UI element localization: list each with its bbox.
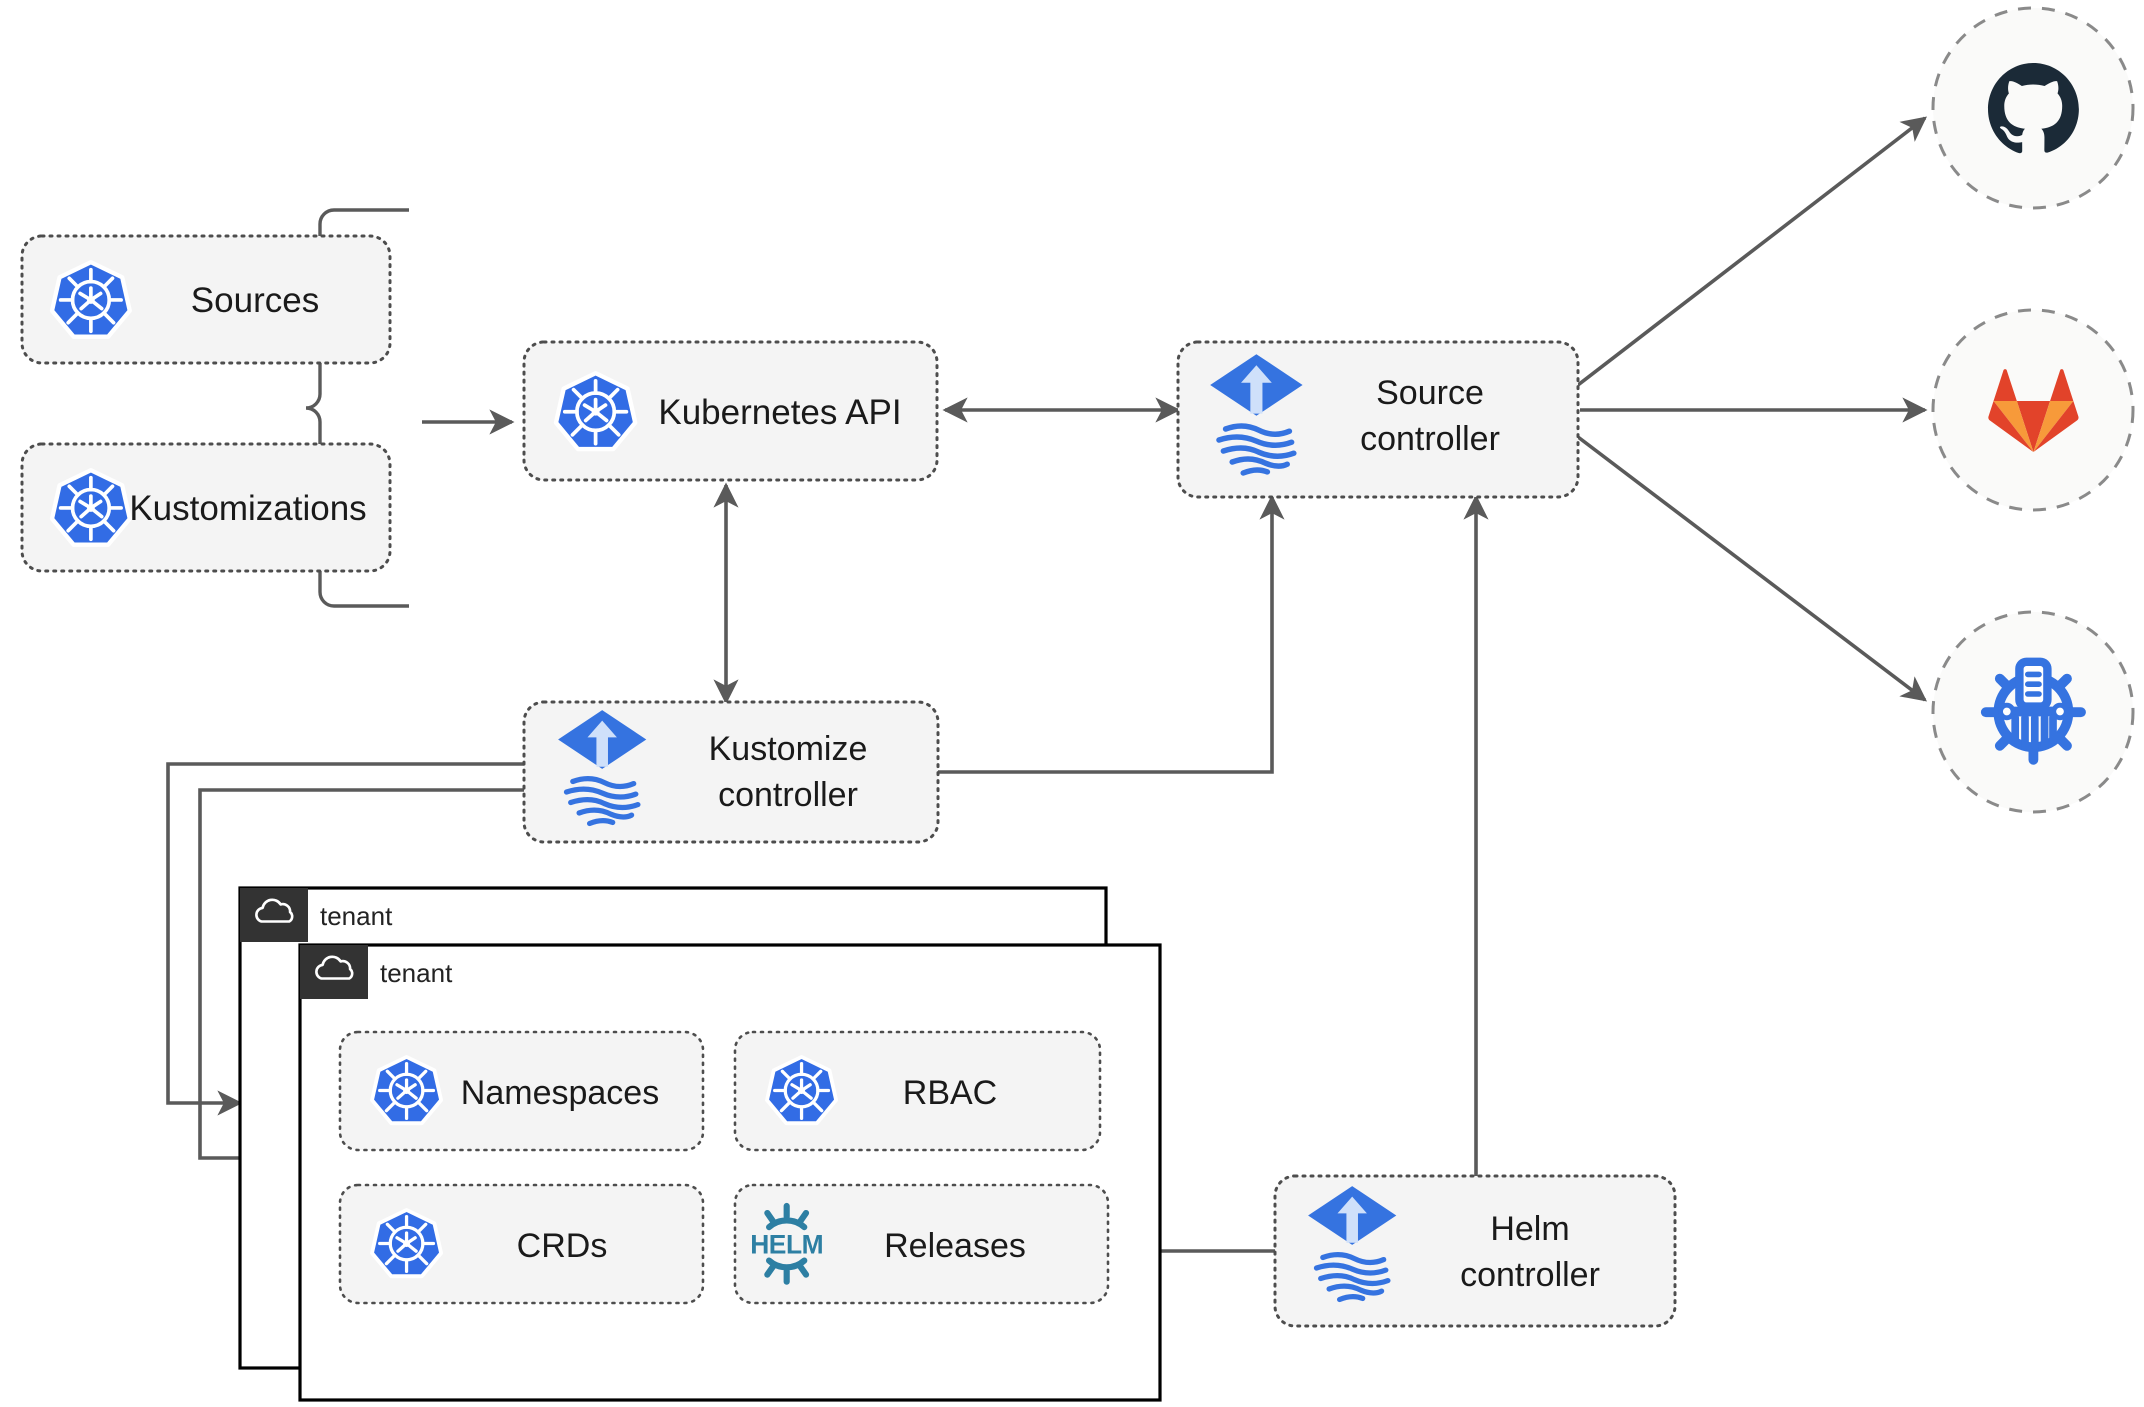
- node-releases-label: Releases: [884, 1227, 1026, 1265]
- node-sources-label: Sources: [191, 281, 319, 320]
- edge-kustomize-to-tenant-outer: [166, 762, 524, 1116]
- tenant-outer-label: tenant: [320, 901, 393, 931]
- kubernetes-icon: [370, 1055, 444, 1126]
- node-rbac[interactable]: RBAC: [733, 1030, 1102, 1152]
- node-kustomizations-label: Kustomizations: [129, 489, 366, 528]
- node-github[interactable]: [1931, 6, 2135, 210]
- node-helm-repository[interactable]: [1931, 610, 2135, 814]
- node-kustomize-controller-label-line1: Kustomize: [709, 730, 868, 768]
- node-kustomize-controller[interactable]: Kustomize controller: [522, 700, 940, 844]
- edge-kustomize-to-source: [938, 494, 1285, 774]
- node-kustomize-controller-label-line2: controller: [718, 776, 858, 814]
- node-kubernetes-api[interactable]: Kubernetes API: [522, 340, 939, 482]
- node-releases[interactable]: Releases: [733, 1183, 1110, 1305]
- helm-chart-repository-icon: [1986, 662, 2081, 760]
- node-helm-controller[interactable]: Helm controller: [1273, 1174, 1677, 1328]
- node-sources[interactable]: Sources: [20, 234, 392, 365]
- kubernetes-icon: [52, 470, 130, 545]
- node-crds-label: CRDs: [517, 1227, 608, 1265]
- node-source-controller[interactable]: Source controller: [1176, 340, 1580, 499]
- tenant-inner-label: tenant: [380, 958, 453, 988]
- edge-source-to-github: [1576, 116, 1927, 387]
- kubernetes-icon: [52, 262, 130, 337]
- node-namespaces-label: Namespaces: [461, 1074, 659, 1112]
- node-crds[interactable]: CRDs: [338, 1183, 705, 1305]
- kubernetes-icon: [370, 1208, 444, 1279]
- edge-source-to-helm-repository: [1576, 435, 1928, 702]
- node-kubernetes-api-label: Kubernetes API: [658, 393, 901, 432]
- node-rbac-label: RBAC: [903, 1074, 997, 1112]
- tenant-inner[interactable]: tenant: [298, 943, 1162, 1402]
- node-source-controller-label-line1: Source: [1376, 374, 1484, 412]
- node-helm-controller-label-line2: controller: [1460, 1256, 1600, 1294]
- resources-bracket: [305, 208, 409, 608]
- node-gitlab[interactable]: [1931, 308, 2135, 512]
- tenant-outer-badge: [240, 888, 308, 942]
- node-namespaces[interactable]: Namespaces: [338, 1030, 705, 1152]
- node-helm-controller-label-line1: Helm: [1490, 1210, 1569, 1248]
- node-source-controller-label-line2: controller: [1360, 420, 1500, 458]
- tenant-inner-badge: [300, 945, 368, 999]
- kubernetes-icon: [765, 1055, 839, 1126]
- kubernetes-icon: [556, 373, 635, 449]
- node-kustomizations[interactable]: Kustomizations: [20, 442, 392, 573]
